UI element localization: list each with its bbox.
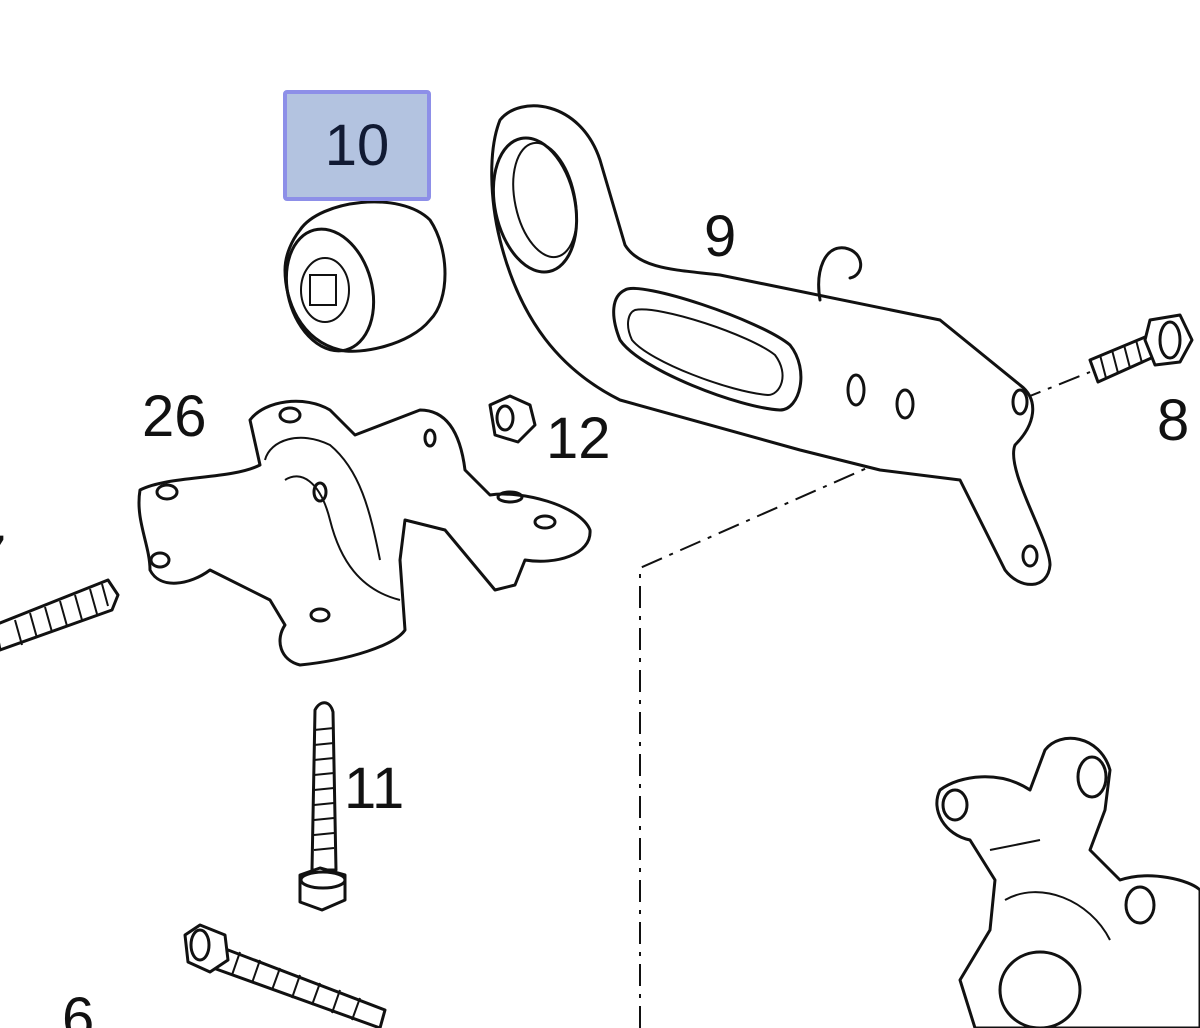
mount-part-26 xyxy=(137,399,592,667)
nut-part-12 xyxy=(488,394,537,444)
bolt-part-11 xyxy=(298,701,347,912)
bushing-part-10 xyxy=(283,200,447,353)
callout-11: 11 xyxy=(344,756,405,821)
knuckle-part xyxy=(935,736,1200,1028)
callout-9: 9 xyxy=(704,204,737,269)
bolt-part-8 xyxy=(1088,313,1194,384)
callout-10: 10 xyxy=(324,113,390,178)
callout-26: 26 xyxy=(142,384,207,449)
callout-6: 6 xyxy=(62,986,95,1028)
dash-guide-line xyxy=(639,404,1011,1028)
callout-12: 12 xyxy=(546,406,611,471)
callout-10-highlight[interactable]: 10 xyxy=(283,90,431,201)
bolt-part-6 xyxy=(183,923,387,1028)
bracket-part-9 xyxy=(490,104,1052,586)
callout-8: 8 xyxy=(1157,388,1190,453)
dash-guide-line-8 xyxy=(1019,371,1091,401)
callout-7: 7 xyxy=(0,528,6,586)
bolt-part-7 xyxy=(0,578,120,652)
